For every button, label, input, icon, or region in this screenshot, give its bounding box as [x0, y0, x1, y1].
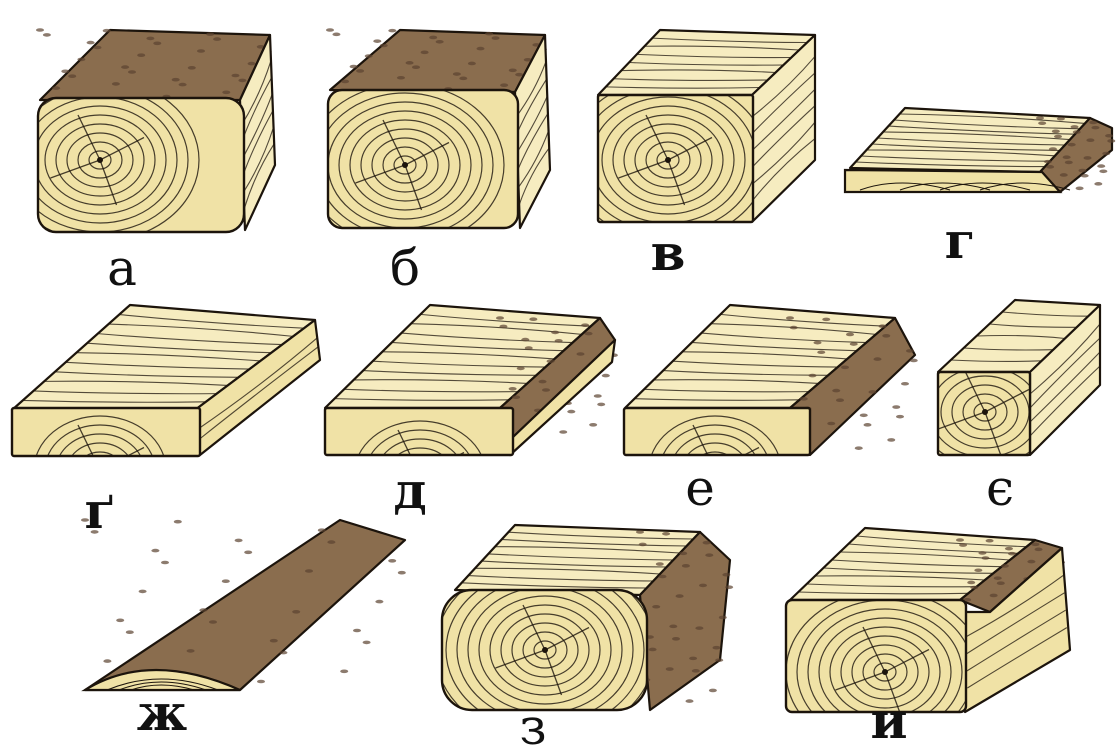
label-b: б — [390, 239, 420, 297]
label-v: в — [651, 223, 686, 282]
item-v — [569, 30, 815, 241]
item-g — [845, 108, 1115, 192]
lumber-illustrations — [1, 28, 1115, 747]
label-z: з — [519, 698, 546, 747]
item-y — [786, 528, 1070, 747]
label-g2: ґ — [85, 481, 116, 540]
item-b — [306, 28, 550, 246]
label-a: а — [107, 239, 137, 297]
item-zh — [81, 518, 406, 690]
item-a — [1, 28, 275, 241]
item-e — [624, 305, 918, 524]
label-e: е — [685, 459, 715, 517]
label-ye: є — [986, 459, 1014, 517]
item-g2 — [12, 305, 320, 524]
item-ye — [919, 300, 1100, 466]
label-zh: ж — [137, 683, 188, 742]
label-y: и — [870, 691, 907, 747]
item-d — [325, 305, 618, 529]
label-d: д — [393, 461, 426, 520]
item-z — [435, 525, 733, 740]
label-g: г — [945, 211, 976, 270]
